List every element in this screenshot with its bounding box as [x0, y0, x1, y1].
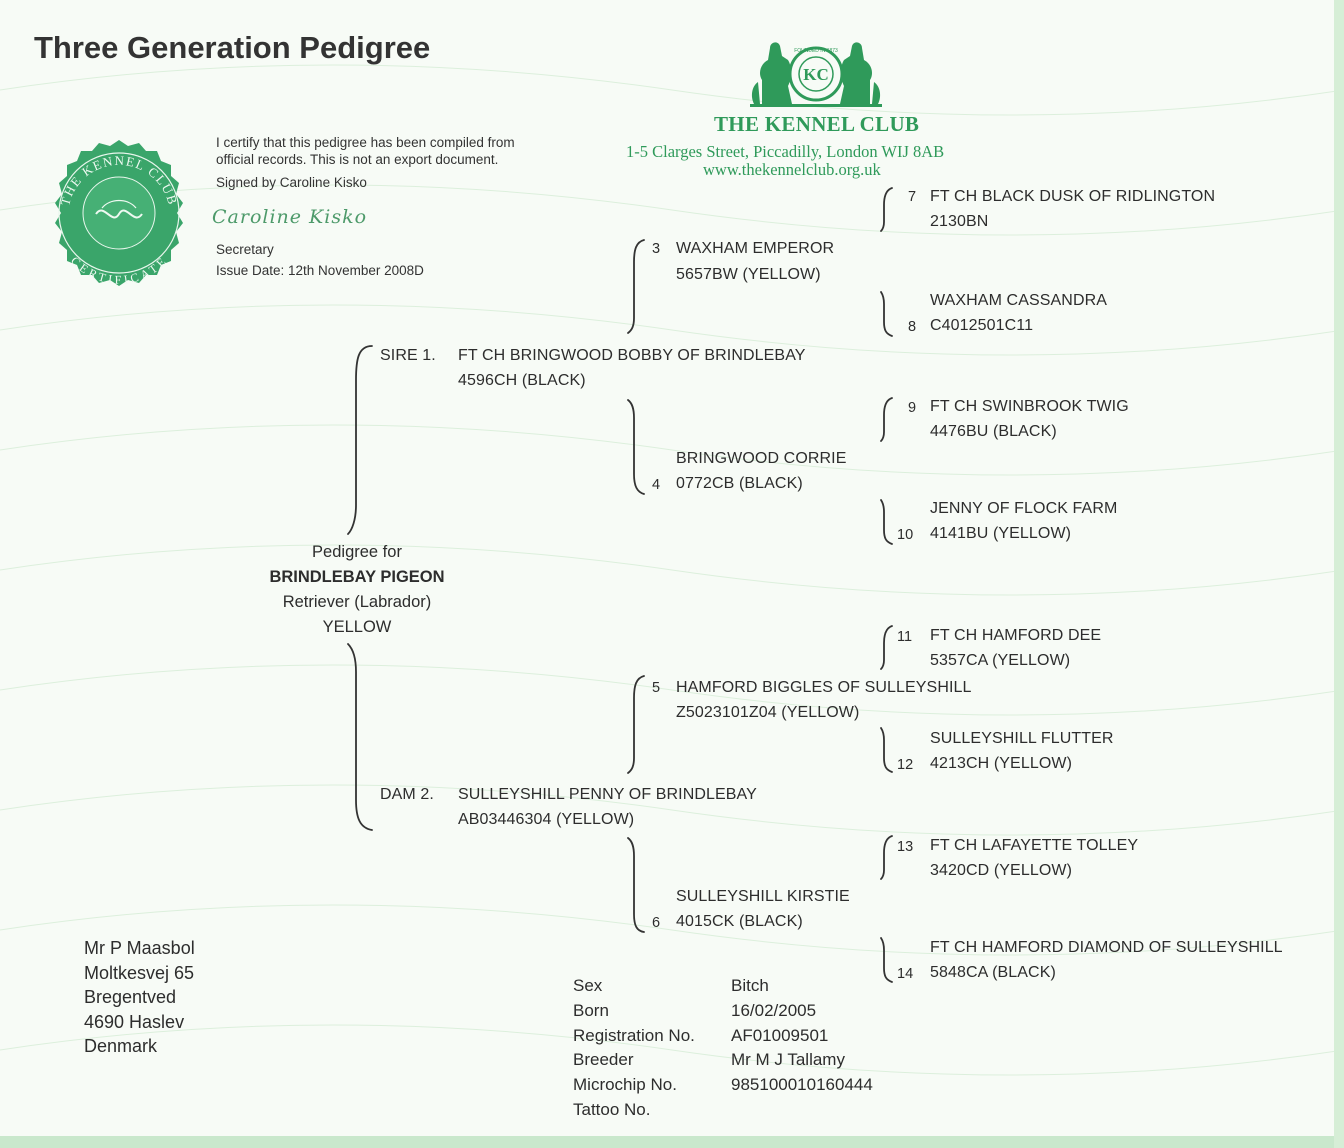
detail-born-value: 16/02/2005 — [731, 1000, 817, 1020]
owner-address: Mr P Maasbol Moltkesvej 65 Bregentved 46… — [84, 936, 195, 1059]
ggp-10-number: 10 — [897, 527, 914, 543]
dog-details-values: Bitch 16/02/2005 AF01009501 Mr M J Talla… — [731, 974, 873, 1123]
gp-4-number: 4 — [652, 477, 661, 493]
gp-4-reg: 0772CB (BLACK) — [676, 475, 803, 492]
dog-breed: Retriever (Labrador) — [282, 593, 432, 611]
gp-6-number: 6 — [652, 915, 661, 931]
ggp-9-number: 9 — [908, 400, 917, 416]
pedigree-heading: Pedigree for — [312, 543, 402, 561]
dam-label: DAM 2. — [380, 786, 434, 803]
ggp-12-number: 12 — [897, 757, 914, 773]
dog-colour: YELLOW — [322, 618, 392, 636]
dam-name: SULLEYSHILL PENNY OF BRINDLEBAY — [458, 786, 757, 803]
gp-6-reg: 4015CK (BLACK) — [676, 913, 803, 930]
dog-summary: Pedigree for BRINDLEBAY PIGEON Retriever… — [246, 540, 468, 640]
signatory-role: Secretary — [216, 242, 274, 257]
bracket-gp-4 — [627, 399, 645, 495]
ggp-11-number: 11 — [897, 629, 913, 645]
detail-tattoo-label: Tattoo No. — [573, 1099, 651, 1119]
certificate-seal-icon: THE KENNEL CLUB CERTIFICATE — [55, 140, 183, 287]
kennel-club-name: THE KENNEL CLUB — [714, 112, 920, 136]
gp-3-name: WAXHAM EMPEROR — [676, 240, 835, 257]
gp-4-name: BRINGWOOD CORRIE — [676, 450, 847, 467]
bracket-gp-5 — [627, 675, 645, 774]
ggp-10-name: JENNY OF FLOCK FARM — [930, 500, 1118, 517]
detail-microchip-label: Microchip No. — [573, 1075, 677, 1095]
owner-area: Bregentved — [84, 987, 177, 1007]
owner-city: 4690 Haslev — [84, 1011, 185, 1032]
detail-sex-label: Sex — [573, 976, 603, 995]
svg-text:FOUNDED IN 1873: FOUNDED IN 1873 — [794, 48, 838, 54]
kennel-club-address: 1-5 Clarges Street, Piccadilly, London W… — [626, 142, 945, 161]
svg-text:KC: KC — [803, 65, 829, 84]
ggp-9-name: FT CH SWINBROOK TWIG — [930, 398, 1129, 415]
gp-5-number: 5 — [652, 680, 661, 696]
detail-microchip-value: 985100010160444 — [731, 1075, 873, 1095]
certificate-line-2: official records. This is not an export … — [216, 152, 499, 167]
ggp-13-reg: 3420CD (YELLOW) — [930, 862, 1072, 879]
gp-6-name: SULLEYSHILL KIRSTIE — [676, 888, 850, 905]
ggp-7-name: FT CH BLACK DUSK OF RIDLINGTON — [930, 188, 1216, 205]
certificate-line-1: I certify that this pedigree has been co… — [216, 135, 515, 150]
ggp-8-reg: C4012501C11 — [930, 317, 1034, 334]
detail-breeder-label: Breeder — [573, 1050, 634, 1070]
ggp-7-reg: 2130BN — [930, 213, 989, 230]
ggp-14-reg: 5848CA (BLACK) — [930, 964, 1056, 981]
kennel-club-website: www.thekennelclub.org.uk — [703, 160, 881, 179]
ggp-11-reg: 5357CA (YELLOW) — [930, 652, 1071, 669]
dam-reg: AB03446304 (YELLOW) — [458, 811, 635, 828]
ggp-7-number: 7 — [908, 189, 917, 205]
ggp-12-name: SULLEYSHILL FLUTTER — [930, 730, 1114, 747]
gp-5-name: HAMFORD BIGGLES OF SULLEYSHILL — [676, 679, 972, 696]
ggp-8-number: 8 — [908, 319, 917, 335]
detail-tattoo-value — [731, 1098, 873, 1123]
owner-street: Moltkesvej 65 — [84, 962, 195, 983]
ggp-13-number: 13 — [897, 839, 914, 855]
dog-name: BRINDLEBAY PIGEON — [269, 568, 445, 586]
signature: Caroline Kisko — [212, 206, 368, 228]
issue-date: Issue Date: 12th November 2008D — [216, 263, 424, 278]
ggp-9-reg: 4476BU (BLACK) — [930, 423, 1057, 440]
ggp-8-name: WAXHAM CASSANDRA — [930, 292, 1108, 309]
bracket-dam — [347, 643, 373, 831]
gp-3-reg: 5657BW (YELLOW) — [676, 266, 821, 283]
detail-born-label: Born — [573, 1000, 609, 1020]
ggp-10-reg: 4141BU (YELLOW) — [930, 525, 1072, 542]
ggp-14-number: 14 — [897, 966, 914, 982]
gp-3-number: 3 — [652, 241, 661, 257]
ggp-12-reg: 4213CH (YELLOW) — [930, 755, 1072, 772]
sire-reg: 4596CH (BLACK) — [458, 372, 586, 389]
ggp-14-name: FT CH HAMFORD DIAMOND OF SULLEYSHILL — [930, 939, 1283, 956]
detail-registration-value: AF01009501 — [731, 1025, 829, 1045]
sire-label: SIRE 1. — [380, 347, 436, 364]
signed-by: Signed by Caroline Kisko — [216, 175, 367, 190]
ggp-13-name: FT CH LAFAYETTE TOLLEY — [930, 837, 1139, 854]
bracket-sire — [347, 345, 373, 535]
bracket-gp-6 — [627, 837, 645, 933]
owner-name: Mr P Maasbol — [84, 938, 195, 958]
bracket-gp-3 — [627, 239, 645, 334]
detail-registration-label: Registration No. — [573, 1025, 695, 1045]
gp-5-reg: Z5023101Z04 (YELLOW) — [676, 704, 860, 721]
ggp-11-name: FT CH HAMFORD DEE — [930, 627, 1102, 644]
dog-details: Sex Born Registration No. Breeder Microc… — [573, 974, 695, 1123]
kennel-club-logo-icon: KC FOUNDED IN 1873 — [750, 42, 882, 107]
sire-name: FT CH BRINGWOOD BOBBY OF BRINDLEBAY — [458, 347, 806, 364]
detail-breeder-value: Mr M J Tallamy — [731, 1050, 845, 1070]
detail-sex-value: Bitch — [731, 976, 769, 995]
page-title: Three Generation Pedigree — [34, 30, 431, 65]
owner-country: Denmark — [84, 1036, 158, 1056]
